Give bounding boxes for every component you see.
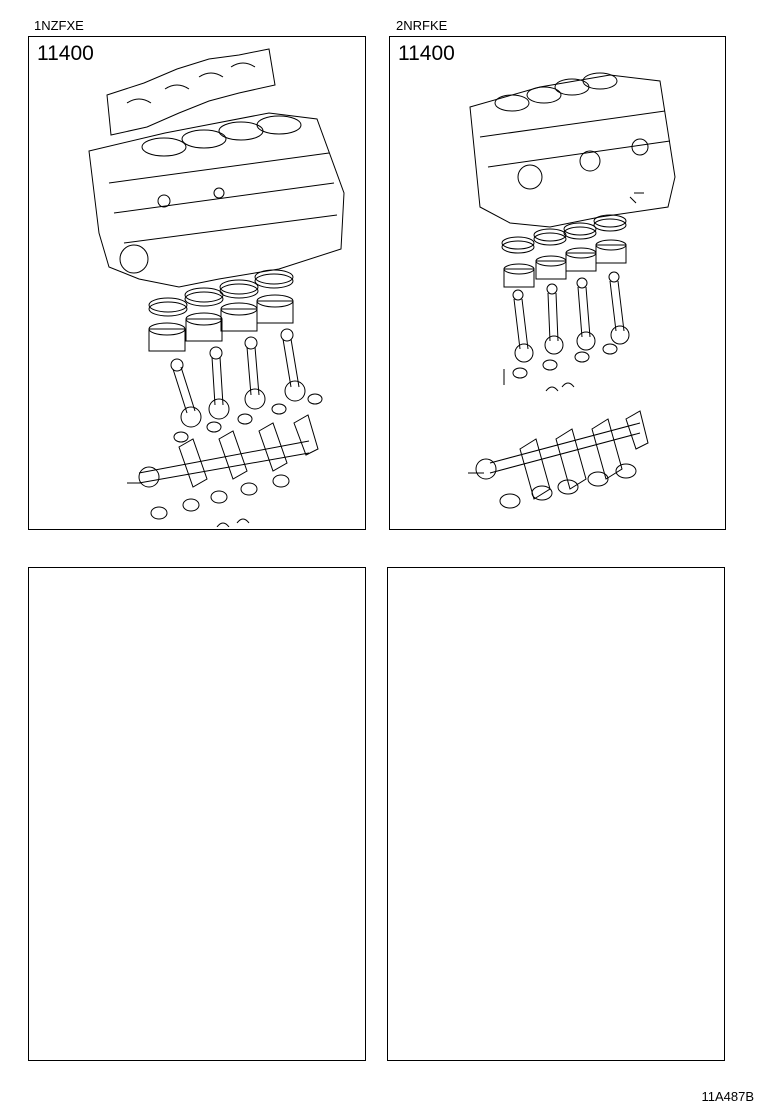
short-block-assembly-2nrfke-icon bbox=[450, 67, 710, 517]
short-block-assembly-1nzfxe-icon bbox=[69, 43, 359, 527]
diagram-panel-1[interactable]: 11400 bbox=[28, 36, 366, 530]
diagram-code: 11A487B bbox=[701, 1089, 754, 1104]
part-number-2: 11400 bbox=[398, 42, 455, 65]
engine-label-2: 2NRFKE bbox=[396, 18, 448, 33]
diagram-panel-2[interactable]: 11400 bbox=[389, 36, 726, 530]
part-number-1: 11400 bbox=[37, 42, 94, 65]
diagram-panel-4 bbox=[387, 567, 725, 1061]
diagram-panel-3 bbox=[28, 567, 366, 1061]
engine-label-1: 1NZFXE bbox=[34, 18, 84, 33]
